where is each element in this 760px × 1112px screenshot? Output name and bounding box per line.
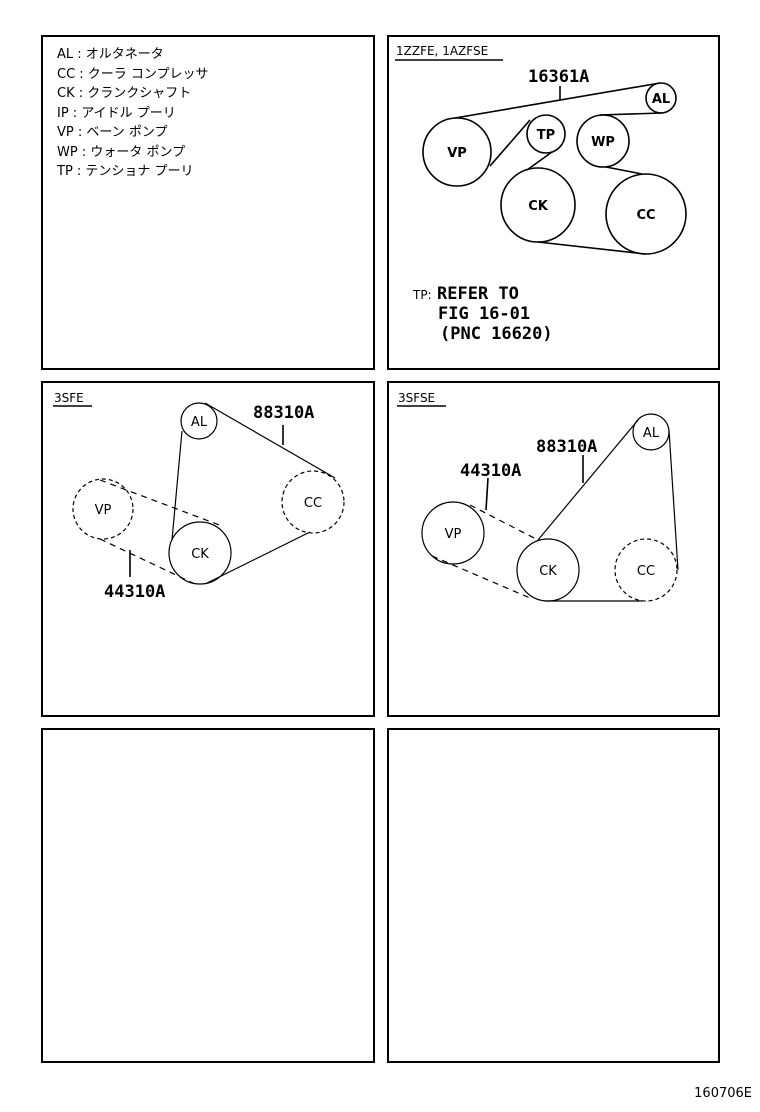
pulley-cc[interactable]	[281, 470, 345, 534]
pulley-label: AL	[643, 426, 660, 441]
pulley-cc[interactable]	[605, 173, 687, 255]
pulley-ck[interactable]	[500, 167, 576, 243]
note-line: (PNC 16620)	[440, 324, 553, 344]
pulley-label: AL	[191, 415, 208, 430]
part-number-solid[interactable]: 88310A	[253, 403, 314, 423]
pulley-label: CC	[304, 496, 322, 511]
pulley-label: CK	[191, 547, 209, 562]
pulley-tp[interactable]	[526, 114, 566, 154]
note-prefix: TP:	[412, 288, 432, 302]
legend-item: CC : クーラ コンプレッサ	[57, 66, 209, 82]
leader-line	[485, 477, 489, 511]
pulley-ck[interactable]	[516, 538, 580, 602]
pulley-label: CC	[636, 208, 655, 223]
pulley-wp[interactable]	[576, 114, 630, 168]
pulley-label: AL	[652, 92, 670, 107]
engine-title: 3SFSE	[398, 391, 435, 405]
part-number-dashed[interactable]: 44310A	[460, 461, 521, 481]
engine-title: 3SFE	[54, 391, 84, 405]
note-line: REFER TO	[437, 284, 519, 304]
pulley-al[interactable]	[180, 402, 218, 440]
panel-empty-left	[41, 728, 375, 1063]
belt-solid	[171, 402, 336, 585]
belt	[454, 82, 663, 255]
legend-panel: AL : オルタネータ CC : クーラ コンプレッサ CK : クランクシャフ…	[41, 35, 375, 370]
panel-3sfse	[387, 381, 720, 717]
legend-item: AL : オルタネータ	[57, 47, 164, 62]
legend-item: TP : テンショナ プーリ	[57, 164, 194, 179]
pulley-label: WP	[591, 135, 615, 150]
pulley-label: VP	[447, 146, 467, 161]
belt-solid	[537, 419, 679, 602]
note-line: FIG 16-01	[438, 304, 530, 324]
pulley-label: CC	[637, 564, 655, 579]
part-number[interactable]: 16361A	[528, 67, 589, 87]
panel-3sfe	[41, 381, 375, 717]
pulley-label: VP	[445, 527, 462, 542]
pulley-ck[interactable]	[168, 521, 232, 585]
legend-item: CK : クランクシャフト	[57, 86, 192, 101]
legend-item: VP : ベーン ポンプ	[57, 125, 168, 140]
legend-list: AL : オルタネータ CC : クーラ コンプレッサ CK : クランクシャフ…	[57, 45, 209, 182]
engine-title: 1ZZFE, 1AZFSE	[396, 44, 488, 58]
part-number-solid[interactable]: 88310A	[536, 437, 597, 457]
pulley-vp[interactable]	[421, 501, 485, 565]
panel-empty-right	[387, 728, 720, 1063]
panel-1zzfe	[387, 35, 720, 370]
legend-item: IP : アイドル プーリ	[57, 105, 176, 121]
legend-item: WP : ウォータ ポンプ	[57, 144, 186, 160]
pulley-label: CK	[528, 199, 549, 214]
pulley-label: TP	[537, 128, 555, 143]
pulley-cc[interactable]	[614, 538, 678, 602]
pulley-vp[interactable]	[422, 117, 492, 187]
pulley-label: VP	[95, 503, 112, 518]
belt-dashed	[431, 504, 539, 599]
pulley-vp[interactable]	[72, 478, 134, 540]
pulley-al[interactable]	[632, 413, 670, 451]
figure-number: 160706E	[694, 1086, 752, 1101]
belt-dashed	[99, 479, 223, 585]
pulley-al[interactable]	[645, 82, 677, 114]
pulley-label: CK	[539, 564, 557, 579]
part-number-dashed[interactable]: 44310A	[104, 582, 165, 602]
